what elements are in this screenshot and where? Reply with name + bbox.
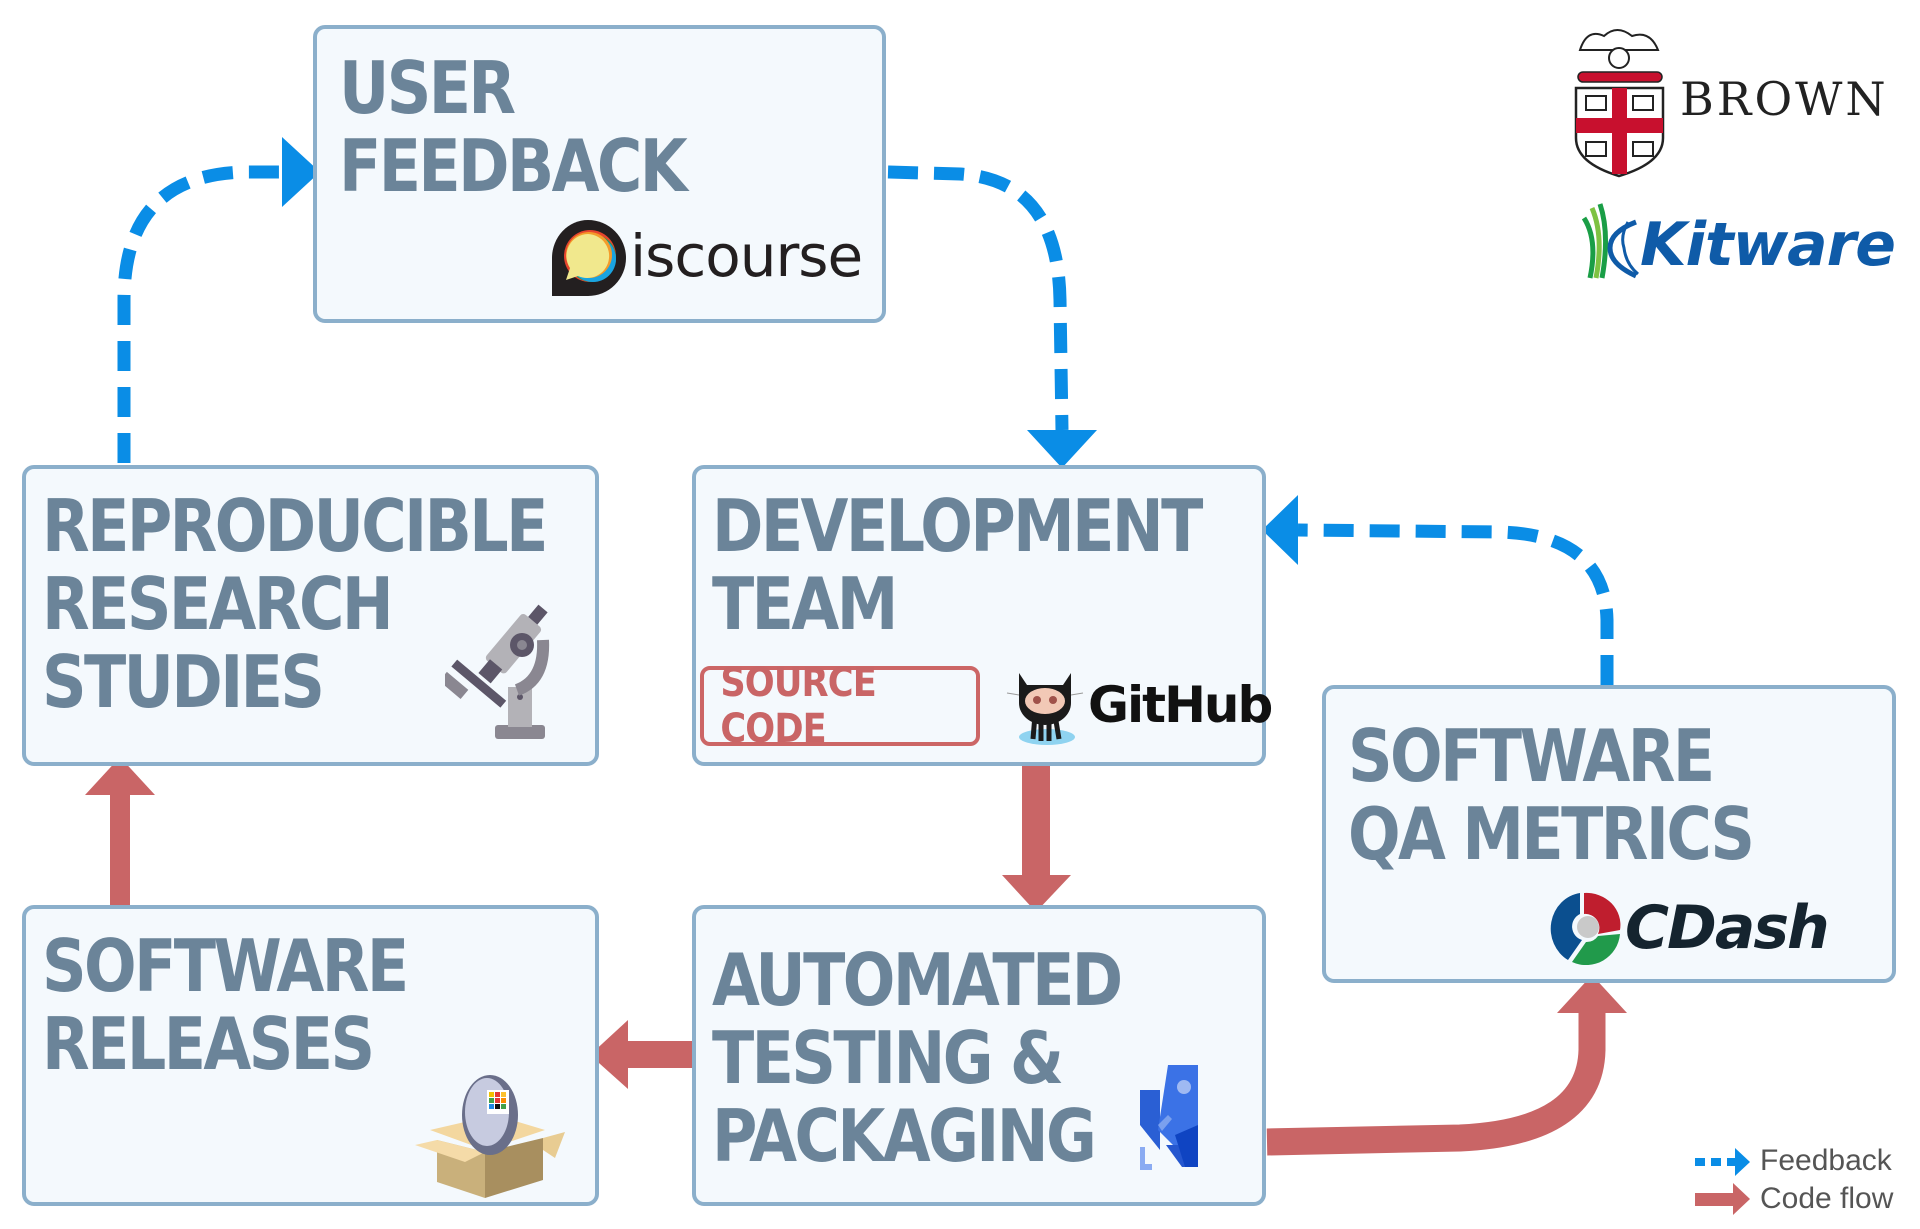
source-code-badge: SOURCE CODE: [700, 660, 980, 752]
kitware-logo-text: Kitware: [1640, 210, 1896, 280]
node-software-releases: SOFTWARE RELEASES: [22, 905, 599, 1206]
codeflow-arrowhead: [1557, 975, 1627, 1013]
codeflow-arrow-testing-to-qa: [1266, 1010, 1606, 1156]
node-software-qa-metrics: SOFTWARE QA METRICS: [1322, 685, 1896, 983]
node-title: SOFTWARE QA METRICS: [1348, 714, 1755, 876]
node-title: REPRODUCIBLE RESEARCH STUDIES: [42, 484, 548, 724]
codeflow-arrow-dev-to-testing: [1022, 765, 1050, 877]
cdash-logo-text: CDash: [1625, 893, 1830, 963]
feedback-arrow-feedback-to-dev: [887, 165, 1069, 431]
microscope-icon: [445, 604, 550, 739]
cdash-logo-icon: [1550, 892, 1621, 965]
node-reproducible-research: REPRODUCIBLE RESEARCH STUDIES: [22, 465, 599, 766]
legend-codeflow-label: Code flow: [1760, 1182, 1894, 1215]
codeflow-arrowhead: [85, 757, 155, 795]
brown-logo-text: BROWN: [1680, 72, 1889, 126]
package-icon: [415, 1075, 565, 1198]
legend-feedback-label: Feedback: [1760, 1144, 1892, 1177]
codeflow-arrowhead: [590, 1020, 628, 1089]
node-title: SOFTWARE RELEASES: [42, 924, 409, 1086]
legend-codeflow-arrowhead: [1733, 1183, 1750, 1215]
feedback-arrowhead: [1027, 430, 1097, 468]
feedback-arrowhead: [1262, 495, 1298, 565]
discourse-logo-text: iscourse: [630, 222, 863, 290]
feedback-arrow-qa-to-dev: [1297, 523, 1614, 685]
azure-pipelines-icon: [1140, 1065, 1198, 1170]
codeflow-arrow-testing-to-releases: [627, 1041, 694, 1068]
legend-codeflow-line: [1695, 1193, 1733, 1206]
feedback-arrow-research-to-feedback: [117, 165, 282, 463]
github-logo-text: GitHub: [1088, 676, 1273, 734]
node-title: DEVELOPMENT TEAM: [712, 484, 1203, 646]
codeflow-arrow-releases-to-research: [110, 793, 130, 905]
brown-shield-icon: [1574, 29, 1665, 178]
node-title: USER FEEDBACK: [339, 46, 688, 208]
github-octocat-icon: [1006, 673, 1084, 745]
codeflow-arrowhead: [1002, 875, 1071, 912]
node-automated-testing: AUTOMATED TESTING & PACKAGING: [692, 905, 1266, 1206]
source-code-label: SOURCE CODE: [720, 660, 876, 752]
feedback-arrowhead: [282, 137, 320, 207]
kitware-logo-icon: [1581, 203, 1639, 279]
node-title: AUTOMATED TESTING & PACKAGING: [712, 938, 1123, 1178]
legend-feedback-arrowhead: [1735, 1148, 1750, 1176]
discourse-logo-icon: [552, 220, 626, 296]
